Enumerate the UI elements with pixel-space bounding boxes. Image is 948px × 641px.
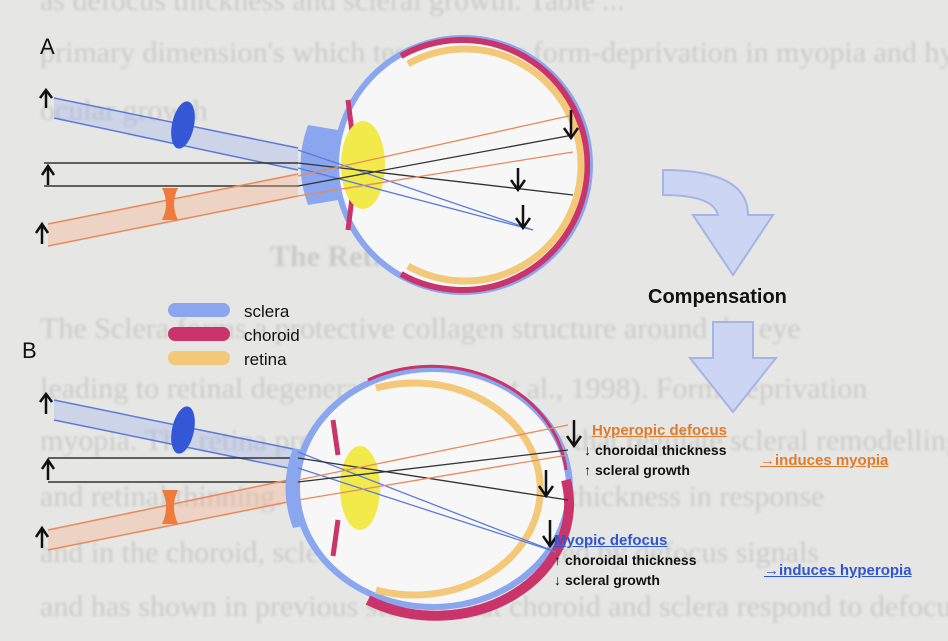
panel-label-a: A xyxy=(40,34,55,60)
effect-text: choroidal thickness xyxy=(595,442,726,458)
image-arrow-icon xyxy=(567,420,581,446)
effect-text: choroidal thickness xyxy=(565,552,696,568)
eye-interior xyxy=(300,372,566,604)
increase-arrow-icon: ↑ xyxy=(584,462,591,478)
induces-hyperopia-label: →induces hyperopia xyxy=(764,562,912,579)
compensation-label: Compensation xyxy=(648,286,787,309)
object-arrow-icon xyxy=(40,90,52,108)
legend-label-choroid: choroid xyxy=(244,326,300,346)
hyperopic-effect-sclera: ↑scleral growth xyxy=(584,462,690,478)
decrease-arrow-icon: ↓ xyxy=(554,572,561,588)
legend-label-sclera: sclera xyxy=(244,302,289,322)
object-arrow-icon xyxy=(42,460,54,480)
legend-label-retina: retina xyxy=(244,350,287,370)
myopic-defocus-title: Myopic defocus xyxy=(554,532,667,549)
panel-b-diagram xyxy=(36,366,581,616)
legend-swatch-sclera xyxy=(168,303,230,317)
decrease-arrow-icon: ↓ xyxy=(584,442,591,458)
figure-canvas xyxy=(8,0,948,641)
hyperopic-effect-choroid: ↓choroidal thickness xyxy=(584,442,726,458)
panel-label-b: B xyxy=(22,338,37,364)
effect-text: scleral growth xyxy=(595,462,690,478)
legend-swatch-choroid xyxy=(168,327,230,341)
effect-text: scleral growth xyxy=(565,572,660,588)
induces-myopia-label: →induces myopia xyxy=(760,452,888,469)
object-arrow-icon xyxy=(36,224,48,244)
hyperopic-defocus-title: Hyperopic defocus xyxy=(592,422,727,439)
myopic-effect-choroid: ↑choroidal thickness xyxy=(554,552,696,568)
myopic-effect-sclera: ↓scleral growth xyxy=(554,572,660,588)
compensation-curved-arrow-icon xyxy=(663,170,773,275)
legend-swatches xyxy=(168,303,230,365)
compensation-down-arrow-icon xyxy=(690,322,776,412)
legend-swatch-retina xyxy=(168,351,230,365)
object-arrow-icon xyxy=(36,528,48,548)
panel-a-diagram xyxy=(36,35,593,295)
object-arrow-icon xyxy=(42,166,54,185)
object-arrow-icon xyxy=(40,394,52,414)
eye-defocus-figure: A B sclera choroid retina Compensation H… xyxy=(8,0,948,641)
increase-arrow-icon: ↑ xyxy=(554,552,561,568)
